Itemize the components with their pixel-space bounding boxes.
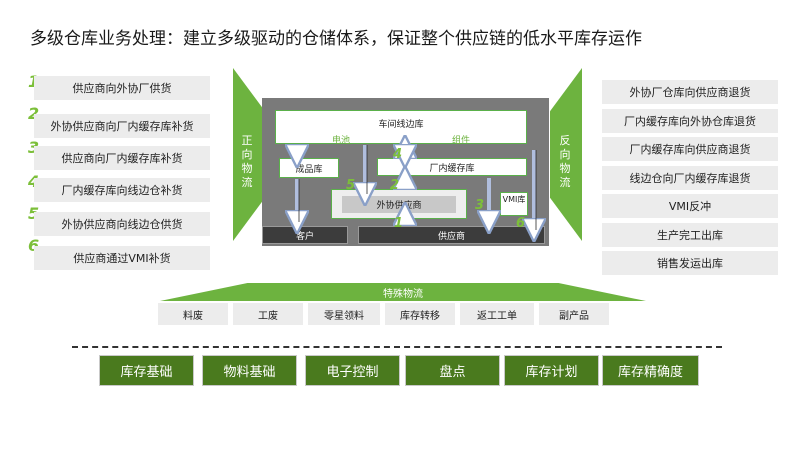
left-item: 外协供应商向厂内缓存库补货 xyxy=(34,114,210,138)
reverse-logistics-label: 反 向 物 流 xyxy=(558,134,572,190)
forward-logistics-label: 正 向 物 流 xyxy=(240,134,254,190)
right-item: 厂内缓存库向外协仓库退货 xyxy=(602,109,778,133)
foundation-item-stocktaking: 盘点 xyxy=(405,355,500,386)
right-item: 销售发运出库 xyxy=(602,251,778,275)
foundation-item-material-base: 物料基础 xyxy=(202,355,297,386)
left-item: 外协供应商向线边仓供货 xyxy=(34,212,210,236)
dashed-divider xyxy=(72,346,722,348)
page-title: 多级仓库业务处理：建立多级驱动的仓储体系，保证整个供应链的低水平库存运作 xyxy=(30,29,642,49)
special-logistics-label: 特殊物流 xyxy=(383,289,423,300)
battery-label: 电池 xyxy=(332,136,351,146)
flow-number: 1 xyxy=(394,216,404,231)
label-char: 物 xyxy=(559,162,571,175)
special-logistics-banner xyxy=(160,283,646,301)
label-char: 流 xyxy=(559,176,571,189)
right-item: 厂内缓存库向供应商退货 xyxy=(602,137,778,161)
foundation-item-inventory-accuracy: 库存精确度 xyxy=(602,355,699,386)
foundation-item-inventory-plan: 库存计划 xyxy=(504,355,599,386)
label-char: 物 xyxy=(241,162,253,175)
right-item: 线边仓向厂内缓存库退货 xyxy=(602,166,778,190)
step-number: 5 xyxy=(28,204,39,223)
step-number: 4 xyxy=(28,172,39,191)
step-number: 1 xyxy=(28,72,39,91)
step-number: 6 xyxy=(28,236,39,255)
flow-number: 6 xyxy=(516,216,526,231)
left-item: 供应商通过VMI补货 xyxy=(34,246,210,270)
label-char: 向 xyxy=(559,148,571,161)
right-item: VMI反冲 xyxy=(602,194,778,218)
label-char: 流 xyxy=(241,176,253,189)
foundation-item-inventory-base: 库存基础 xyxy=(99,355,194,386)
step-number: 3 xyxy=(28,138,39,157)
right-item: 生产完工出库 xyxy=(602,223,778,247)
left-item: 厂内缓存库向线边仓补货 xyxy=(34,178,210,202)
special-item: 副产品 xyxy=(539,303,609,325)
label-char: 反 xyxy=(559,134,571,147)
label-char: 向 xyxy=(241,148,253,161)
left-item: 供应商向外协厂供货 xyxy=(34,76,210,100)
special-item: 库存转移 xyxy=(385,303,455,325)
special-item: 工废 xyxy=(233,303,303,325)
special-item: 零星领料 xyxy=(308,303,380,325)
special-item: 返工工单 xyxy=(460,303,534,325)
vmi-warehouse: VMI库 xyxy=(500,192,528,216)
flow-number: 5 xyxy=(346,178,356,193)
flow-number: 4 xyxy=(393,147,403,162)
special-item: 料废 xyxy=(158,303,228,325)
left-item: 供应商向厂内缓存库补货 xyxy=(34,146,210,170)
flow-number: 2 xyxy=(390,178,400,193)
foundation-item-electronic-control: 电子控制 xyxy=(305,355,400,386)
component-label: 组件 xyxy=(452,136,471,146)
workshop-label: 车间线边库 xyxy=(378,120,424,130)
label-char: 正 xyxy=(241,134,253,147)
flow-number: 3 xyxy=(475,198,485,213)
step-number: 2 xyxy=(28,104,39,123)
right-item: 外协厂仓库向供应商退货 xyxy=(602,80,778,104)
